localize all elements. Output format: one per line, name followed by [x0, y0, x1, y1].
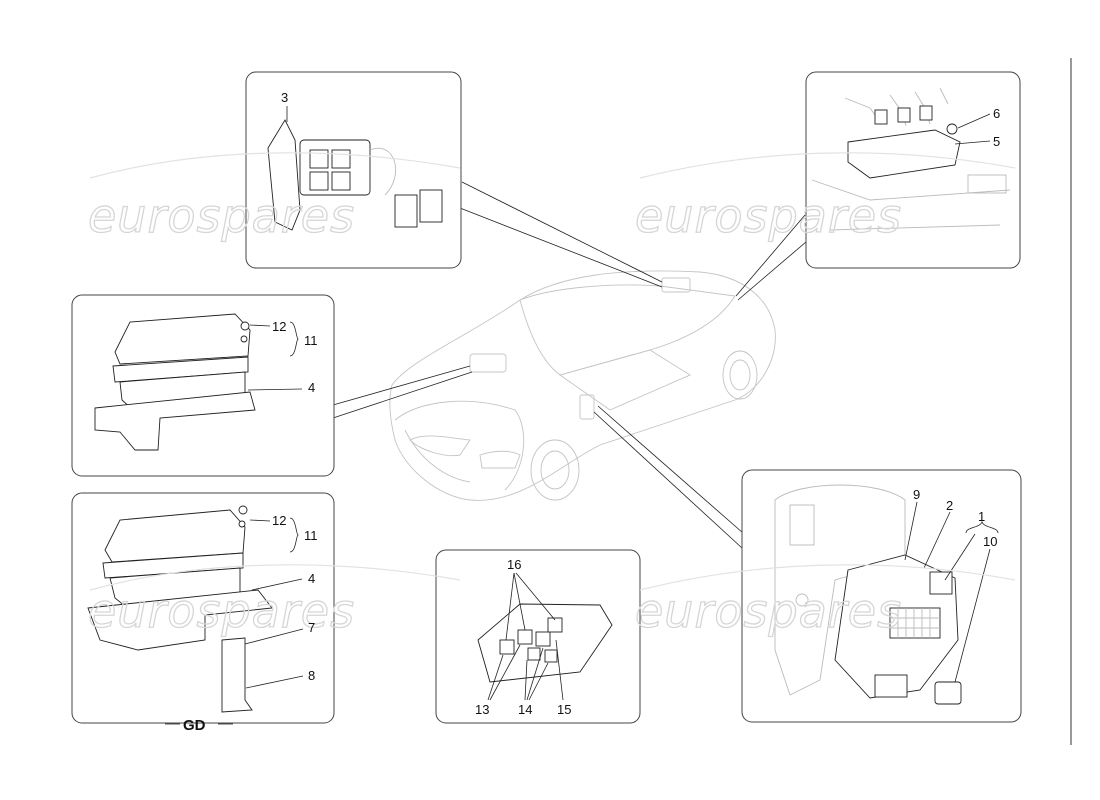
- watermark-swoosh-2: [639, 152, 1016, 179]
- panel-fuse-box-13-16: [435, 549, 641, 724]
- callout-1: 1: [978, 509, 985, 524]
- callout-2: 2: [946, 498, 953, 513]
- watermark-swoosh-1: [89, 152, 461, 179]
- callout-16: 16: [507, 557, 521, 572]
- callout-11-top: 11: [304, 333, 318, 348]
- watermark-top-right: eurospares: [635, 189, 902, 243]
- watermark-swoosh-4: [639, 564, 1016, 591]
- watermarks: eurospares eurospares eurospares eurospa…: [87, 152, 1016, 639]
- watermark-swoosh-3: [89, 564, 461, 591]
- callout-15: 15: [557, 702, 571, 717]
- variant-label-gd: GD: [183, 717, 206, 734]
- car-illustration: [389, 270, 776, 501]
- callout-4-top: 4: [308, 380, 315, 395]
- panel-relay-module-3: [245, 71, 462, 269]
- callout-12-top: 12: [272, 319, 286, 334]
- callout-12-bottom: 12: [272, 513, 286, 528]
- callouts: 3 6 5 12 11 4 12 11 4 7 8 GD 16 13 14 15…: [183, 90, 1000, 734]
- callout-14: 14: [518, 702, 532, 717]
- callout-8: 8: [308, 668, 315, 683]
- callout-6: 6: [993, 106, 1000, 121]
- callout-5: 5: [993, 134, 1000, 149]
- callout-3: 3: [281, 90, 288, 105]
- panel-control-box-4-11-12: [71, 294, 335, 477]
- callout-10: 10: [983, 534, 997, 549]
- panel-junction-box-1-2-9-10: [741, 469, 1022, 723]
- panel-control-box-gd-variant: [71, 492, 335, 725]
- watermark-bottom-right: eurospares: [635, 584, 902, 638]
- callout-4-bottom: 4: [308, 571, 315, 586]
- callout-13: 13: [475, 702, 489, 717]
- watermark-bottom-left: eurospares: [88, 584, 355, 638]
- callout-11-bottom: 11: [304, 528, 318, 543]
- callout-7: 7: [308, 620, 315, 635]
- leader-lines: [332, 181, 821, 549]
- callout-9: 9: [913, 487, 920, 502]
- watermark-top-left: eurospares: [88, 189, 355, 243]
